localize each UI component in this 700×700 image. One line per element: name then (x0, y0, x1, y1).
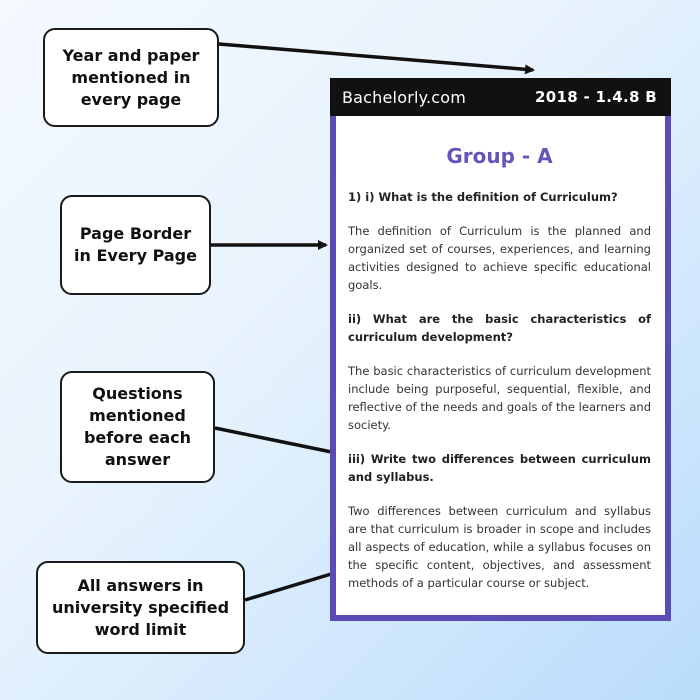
paper-code: 2018 - 1.4.8 B (535, 88, 657, 106)
document-body: Group - A 1) i) What is the definition o… (336, 144, 665, 592)
question-2: ii) What are the basic characteristics o… (348, 312, 651, 344)
arrow-questions (214, 426, 353, 460)
callout-page-border: Page Border in Every Page (60, 195, 211, 295)
document-page: Bachelorly.com 2018 - 1.4.8 B Group - A … (330, 78, 671, 621)
callout-questions: Questions mentioned before each answer (60, 371, 215, 483)
answer-2: The basic characteristics of curriculum … (348, 364, 651, 432)
question-1: 1) i) What is the definition of Curricul… (348, 190, 618, 204)
question-3: iii) Write two differences between curri… (348, 452, 651, 484)
answer-3: Two differences between curriculum and s… (348, 504, 651, 590)
arrow-year-paper (218, 42, 535, 75)
callout-year-paper: Year and paper mentioned in every page (43, 28, 219, 127)
answer-1: The definition of Curriculum is the plan… (348, 224, 651, 292)
group-title: Group - A (446, 144, 553, 168)
document-header: Bachelorly.com 2018 - 1.4.8 B (330, 78, 671, 116)
brand-name: Bachelorly.com (342, 87, 467, 107)
callout-word-limit: All answers in university specified word… (36, 561, 245, 654)
